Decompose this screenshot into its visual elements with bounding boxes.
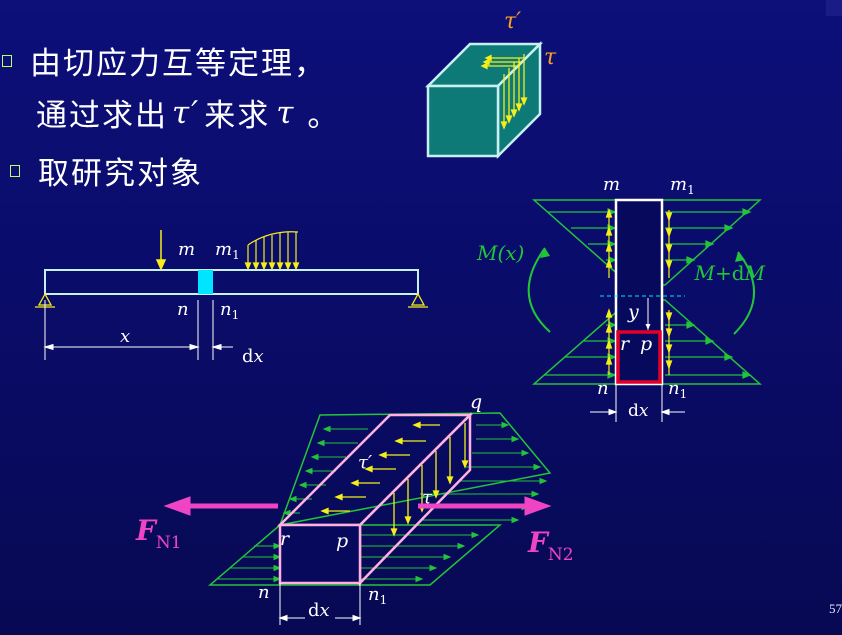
prism-r-label: r [280,528,291,550]
prism-shear-arrows [320,421,469,537]
dimension-lines [43,300,233,360]
selected-subelement [616,330,662,384]
moment-left-arrow [527,247,551,333]
prism-p-label: p [336,530,348,552]
moment-right-label: M+dM [693,261,765,285]
beam-m-label: m [178,239,195,260]
bullet-1-line-1: 由切应力互等定理， [30,46,327,82]
moment-left-label: M(x) [476,241,524,265]
page-number: 57 [829,601,842,616]
cube-front-face [426,84,500,158]
bullet-2: 取研究对象 [10,148,203,193]
section-dx-dim [590,384,685,422]
bullet-marker [10,164,20,177]
cube-tau-label: τ [544,45,557,70]
prism-dx-dim [278,583,362,625]
bullet-1: 由切应力互等定理， [2,38,327,83]
section-m-label: m [603,174,620,195]
beam-x-label: x [120,326,130,347]
section-r-label: r [620,333,631,355]
beam-m1-label: m1 [215,239,240,262]
section-dx-label: dx [628,401,649,421]
section-shear-arrows [605,208,673,375]
section-y-label: y [627,301,639,323]
bullet-marker [2,54,12,67]
section-n-label: n [597,378,609,399]
beam-body [44,269,419,295]
point-load-arrow [155,230,167,271]
prism-q-label: q [470,391,482,413]
prism-figure: q τ′ τ r p n n1 FN1 FN2 dx [135,391,574,625]
stress-diagram-top [532,199,762,286]
corner-marker [826,0,842,16]
force-fn1-label: FN1 [135,514,182,553]
shear-cube-figure: τ′ τ [424,9,557,160]
section-p-label: p [640,333,652,355]
prism-stress-upper [278,412,552,526]
section-element [614,198,664,386]
prism-n-label: n [258,582,270,603]
right-support-icon [410,292,426,306]
force-fn2-label: FN2 [527,526,574,565]
beam-n1-label: n1 [220,299,239,322]
beam-element-dx [198,270,213,294]
force-fn1-arrow [163,496,278,516]
section-m1-label: m1 [670,174,695,197]
beam-n-label: n [177,299,189,320]
prism-stress-lower [207,524,503,586]
beam-dx-label: dx [242,346,264,367]
section-n1-label: n1 [668,378,687,401]
cube-tau-prime-label: τ′ [504,9,521,34]
prism-front-face [278,523,362,585]
moment-right-arrow [733,251,756,335]
cube-shear-arrows [480,54,528,130]
prism-dx-label: dx [308,600,330,621]
section-stress-figure: m m1 M(x) M+dM y r p n n1 dx [476,174,766,422]
prism-tau-prime-label: τ′ [358,452,372,473]
force-fn2-arrow [418,496,552,516]
distributed-load-arrows [244,231,300,271]
beam-figure: m m1 n n1 x dx [35,230,428,367]
prism-tau-label: τ [422,487,433,508]
prism-n1-label: n1 [368,584,387,607]
bullet-1-line-2: 通过求出 τ′ 来求 τ 。 [36,94,341,135]
